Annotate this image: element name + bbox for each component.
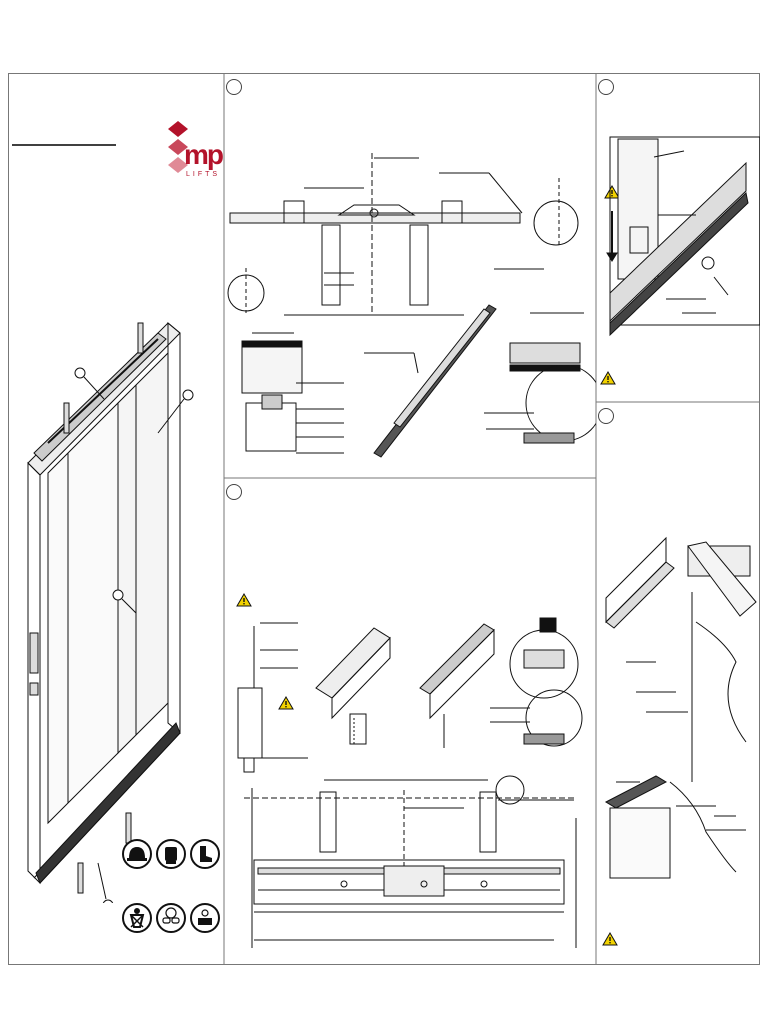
step-1-panel bbox=[224, 73, 596, 478]
step-3-marker bbox=[598, 79, 614, 95]
warning-triangle-icon bbox=[600, 371, 616, 385]
toolbox-icon bbox=[190, 903, 220, 933]
logo-mark: mp bbox=[184, 139, 224, 170]
step-3-drawing bbox=[606, 136, 760, 337]
goggles-icon bbox=[156, 903, 186, 933]
helmet-icon bbox=[122, 839, 152, 869]
title-rule bbox=[12, 144, 116, 146]
step-3-panel bbox=[596, 73, 760, 402]
overview-panel: mp LIFTS bbox=[8, 73, 224, 965]
gloves-icon bbox=[156, 839, 186, 869]
step-4-marker bbox=[598, 408, 614, 424]
step-1-drawing bbox=[227, 153, 596, 458]
step-2-panel bbox=[224, 478, 596, 965]
safety-icons-grid bbox=[122, 839, 222, 963]
step-2-drawing bbox=[237, 617, 583, 948]
logo-diamond-icon bbox=[168, 121, 188, 173]
warning-triangle-icon bbox=[604, 185, 620, 199]
step-4-panel bbox=[596, 402, 760, 965]
step-2-marker bbox=[226, 484, 242, 500]
manual-sheet bbox=[8, 73, 760, 965]
harness-icon bbox=[122, 903, 152, 933]
logo-subtitle: LIFTS bbox=[186, 171, 221, 178]
door-assembly-overview-drawing bbox=[27, 321, 194, 903]
brand-logo: mp LIFTS bbox=[166, 121, 224, 183]
step-4-drawing bbox=[604, 536, 757, 879]
warning-triangle-icon bbox=[278, 696, 294, 710]
warning-triangle-icon bbox=[236, 593, 252, 607]
warning-triangle-icon bbox=[602, 932, 618, 946]
step-1-marker bbox=[226, 79, 242, 95]
boots-icon bbox=[190, 839, 220, 869]
